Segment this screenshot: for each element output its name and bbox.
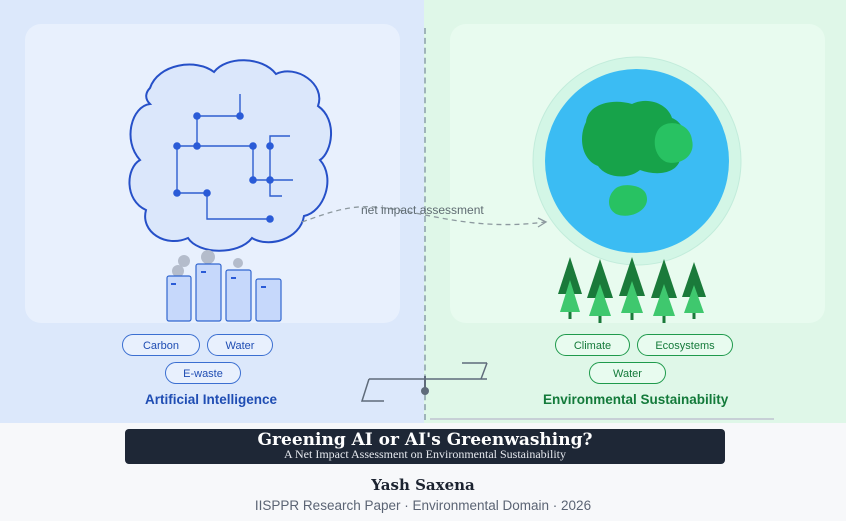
paper-meta: IISPPR Research Paper · Environmental Do… [254, 498, 592, 513]
paper-subtitle: A Net Impact Assessment on Environmental… [284, 447, 566, 461]
center-divider [424, 28, 426, 420]
tag-climate: Climate [555, 334, 630, 356]
server-rack-icon [166, 263, 282, 322]
author-name: Yash Saxena [371, 476, 475, 494]
smoke-icon [172, 250, 243, 277]
illustration-svg [128, 56, 774, 420]
tag-ewaste: E-waste [165, 362, 241, 384]
connector-label: net impact assessment [361, 203, 484, 217]
tag-water-ai: Water [207, 334, 273, 356]
earth-globe-icon [532, 56, 742, 266]
ai-caption: Artificial Intelligence [145, 392, 278, 407]
tag-carbon: Carbon [122, 334, 200, 356]
environment-caption: Environmental Sustainability [543, 392, 729, 407]
tag-water-env: Water [589, 362, 666, 384]
paper-title: Greening AI or AI's Greenwashing? [257, 430, 593, 450]
tag-ecosystems: Ecosystems [637, 334, 733, 356]
title-banner: Greening AI or AI's Greenwashing? A Net … [125, 429, 725, 464]
pine-tree-icon [558, 257, 706, 323]
connector-arrowhead-icon [537, 217, 548, 228]
cloud-circuit-icon [128, 59, 333, 252]
balance-scale-icon [360, 362, 774, 420]
net-impact-connector [301, 206, 546, 226]
